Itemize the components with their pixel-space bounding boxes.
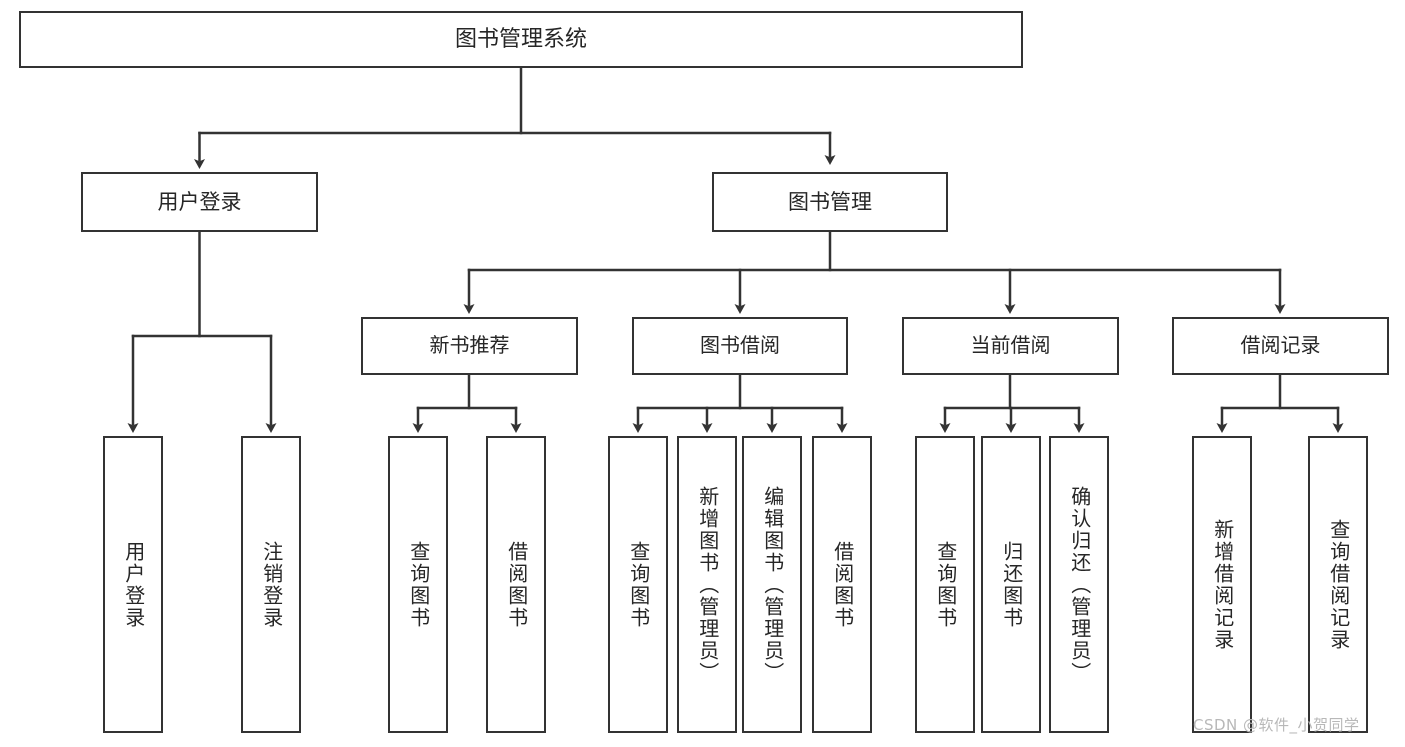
node-book-borrow[interactable]: 图书借阅 xyxy=(632,317,848,375)
node-leaf-borrow-book-1[interactable]: 借阅图书 xyxy=(486,436,546,733)
watermark: CSDN @软件_小贺同学 xyxy=(1193,716,1360,734)
node-leaf-logout[interactable]: 注销登录 xyxy=(241,436,301,733)
node-leaf-query-book-1[interactable]: 查询图书 xyxy=(388,436,448,733)
node-leaf-borrow-book-2[interactable]: 借阅图书 xyxy=(812,436,872,733)
node-new-book-recommend-label: 新书推荐 xyxy=(429,333,510,358)
node-current-borrow[interactable]: 当前借阅 xyxy=(902,317,1119,375)
node-leaf-add-book-label: 新增图书（管理员） xyxy=(695,485,720,684)
node-book-borrow-label: 图书借阅 xyxy=(700,333,780,358)
node-current-borrow-label: 当前借阅 xyxy=(970,333,1051,358)
node-leaf-query-book-2-label: 查询图书 xyxy=(626,540,651,629)
node-leaf-add-book[interactable]: 新增图书（管理员） xyxy=(677,436,737,733)
node-leaf-add-record[interactable]: 新增借阅记录 xyxy=(1192,436,1252,733)
node-leaf-query-record-label: 查询借阅记录 xyxy=(1326,518,1351,651)
node-leaf-query-record[interactable]: 查询借阅记录 xyxy=(1308,436,1368,733)
node-leaf-logout-label: 注销登录 xyxy=(259,540,284,629)
node-leaf-query-book-3-label: 查询图书 xyxy=(933,540,958,629)
node-leaf-user-login-label: 用户登录 xyxy=(121,540,146,629)
node-leaf-query-book-2[interactable]: 查询图书 xyxy=(608,436,668,733)
node-book-manage[interactable]: 图书管理 xyxy=(712,172,948,232)
node-new-book-recommend[interactable]: 新书推荐 xyxy=(361,317,578,375)
node-root-label: 图书管理系统 xyxy=(454,26,587,52)
node-leaf-query-book-1-label: 查询图书 xyxy=(406,540,431,629)
node-root[interactable]: 图书管理系统 xyxy=(19,11,1023,68)
node-leaf-borrow-book-2-label: 借阅图书 xyxy=(830,540,855,629)
node-user-login[interactable]: 用户登录 xyxy=(81,172,318,232)
node-leaf-add-record-label: 新增借阅记录 xyxy=(1210,518,1235,651)
node-leaf-return-book-label: 归还图书 xyxy=(999,540,1024,629)
node-book-manage-label: 图书管理 xyxy=(788,189,872,214)
node-borrow-record-label: 借阅记录 xyxy=(1240,333,1321,358)
node-leaf-query-book-3[interactable]: 查询图书 xyxy=(915,436,975,733)
node-leaf-edit-book-label: 编辑图书（管理员） xyxy=(760,485,785,684)
node-leaf-user-login[interactable]: 用户登录 xyxy=(103,436,163,733)
node-leaf-edit-book[interactable]: 编辑图书（管理员） xyxy=(742,436,802,733)
node-leaf-borrow-book-1-label: 借阅图书 xyxy=(504,540,529,629)
node-user-login-label: 用户登录 xyxy=(157,189,242,214)
node-leaf-confirm-return-label: 确认归还（管理员） xyxy=(1067,485,1092,684)
node-leaf-confirm-return[interactable]: 确认归还（管理员） xyxy=(1049,436,1109,733)
node-leaf-return-book[interactable]: 归还图书 xyxy=(981,436,1041,733)
node-borrow-record[interactable]: 借阅记录 xyxy=(1172,317,1389,375)
